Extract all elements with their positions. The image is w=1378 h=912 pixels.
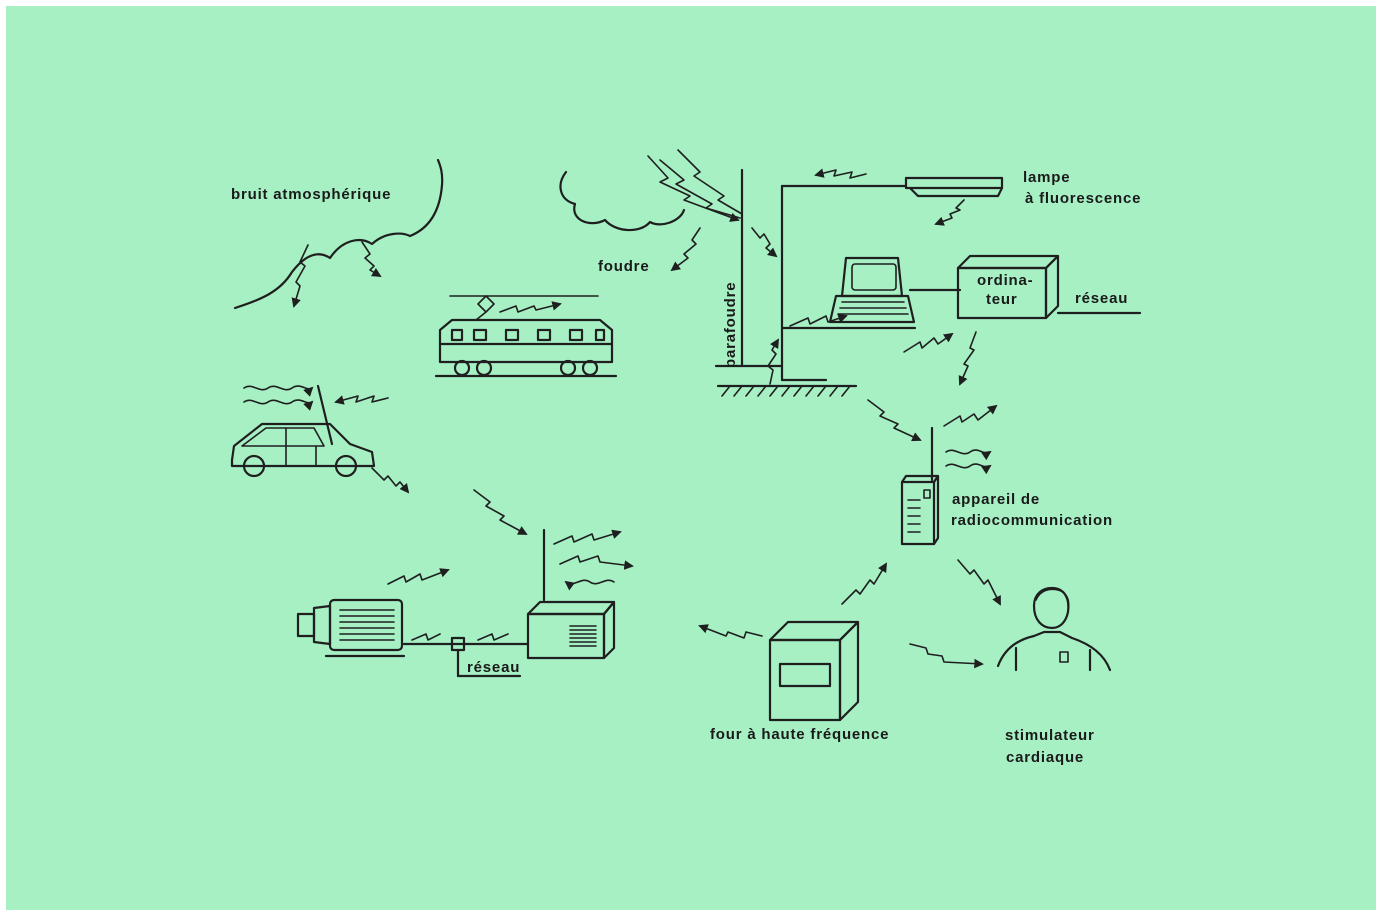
diagram-sheet <box>6 6 1376 910</box>
motor-icon <box>296 568 530 678</box>
microwave-oven-icon <box>698 620 984 722</box>
label-computer-1: ordina- <box>977 272 1034 289</box>
label-pacemaker-1: stimulateur <box>1005 727 1095 744</box>
label-microwave-oven: four à haute fréquence <box>710 726 890 743</box>
computer-box-icon <box>956 254 1142 320</box>
lightning-cloud <box>559 170 686 232</box>
computer-emissions <box>903 331 977 386</box>
computer-terminal-icon <box>828 256 962 324</box>
label-radio-2: radiocommunication <box>951 512 1113 529</box>
label-pacemaker-2: cardiaque <box>1006 749 1085 766</box>
car-icon <box>230 384 410 494</box>
control-box-icon <box>473 489 634 660</box>
radio-device-icon <box>841 399 1001 606</box>
pacemaker-person-icon <box>996 586 1112 672</box>
label-lightning: foudre <box>598 258 650 275</box>
label-computer-2: teur <box>986 291 1018 308</box>
atmospheric-lightning-1 <box>291 244 309 308</box>
label-fluorescent-lamp-2: à fluorescence <box>1025 190 1142 207</box>
label-atmospheric-noise: bruit atmosphérique <box>231 186 392 203</box>
label-radio-1: appareil de <box>952 491 1040 508</box>
label-network-right: réseau <box>1075 290 1129 307</box>
fluorescent-lamp-icon <box>814 168 1004 226</box>
train-icon <box>434 295 618 378</box>
atmospheric-lightning-2 <box>361 241 382 277</box>
lightning-rod-structure <box>714 168 917 397</box>
lightning-bolts <box>647 149 778 272</box>
label-lightning-rod: parafoudre <box>722 281 739 368</box>
label-fluorescent-lamp-1: lampe <box>1023 169 1071 186</box>
label-network-left: réseau <box>467 659 521 676</box>
atmospheric-cloud <box>233 158 444 310</box>
